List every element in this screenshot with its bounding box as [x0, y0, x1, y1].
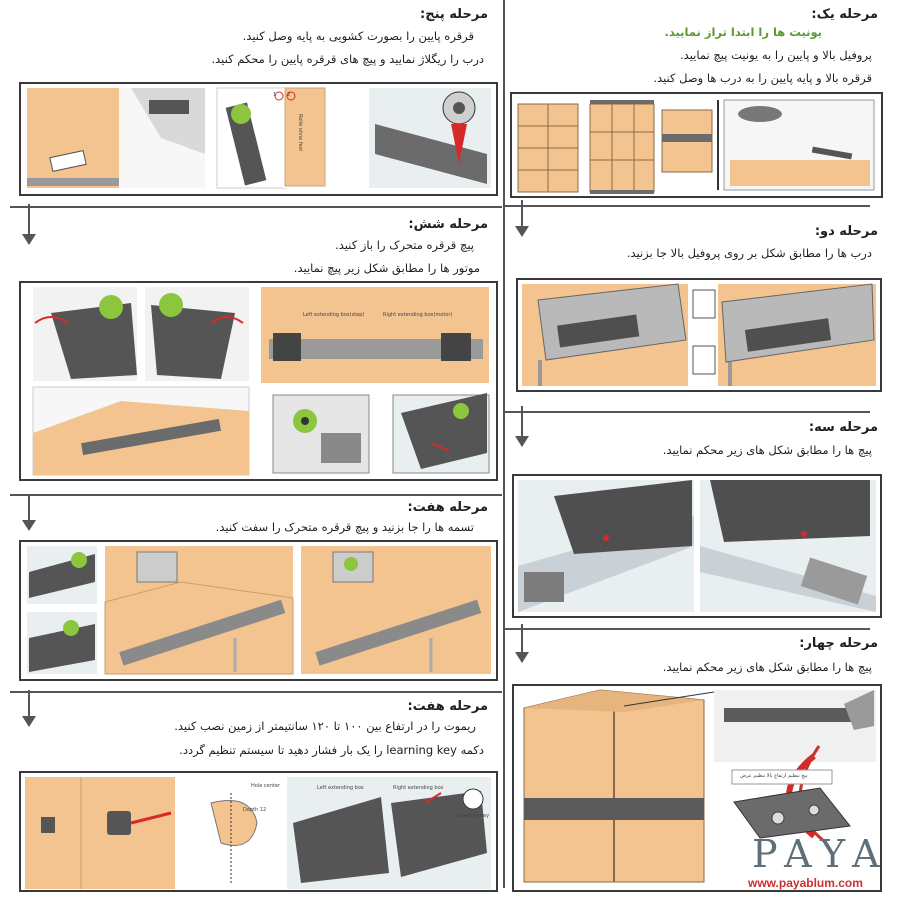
step-four-title: مرحله چهار: [799, 636, 878, 651]
arrow-five-to-six [22, 204, 36, 245]
step-seven-b-line-1: ریموت را در ارتفاع بین ۱۰۰ تا ۱۲۰ سانتیم… [174, 719, 476, 733]
step-four-figure: پیچ تنظیم ارتفاع بالا تنظیم عرض [512, 684, 882, 892]
step-six-line-1: پیچ قرقره متحرک را باز کنید. [335, 238, 474, 252]
step-five-line-1: قرقره پایین را بصورت کشویی به پایه وصل ک… [242, 29, 474, 43]
step-one-note: یونیت ها را ابتدا تراز نمایید. [664, 25, 822, 39]
step-two-illustration [522, 283, 876, 386]
rule-step-seven-b [10, 691, 502, 693]
arrow-two-to-three [515, 406, 529, 447]
step-seven-b-right-label: Right extending box [393, 785, 444, 791]
step-one-title: مرحله یک: [811, 7, 878, 22]
step-one-line-2: قرقره بالا و پایه پایین را به درب ها وصل… [653, 71, 872, 85]
step-six-figure: Left extending box(step) Right extending… [19, 281, 498, 481]
step-three-line-1: پیچ ها را مطابق شکل های زیر محکم نمایید. [662, 443, 872, 457]
step-six-label-left: Left extending box(step) [303, 312, 365, 318]
step-seven-b-depth-label: Depth 12 [243, 807, 267, 813]
step-seven-a-line-1: تسمه ها را جا بزنید و پیچ قرقره متحرک را… [215, 520, 474, 534]
step-one-line-1: پروفیل بالا و پایین را به یونیت پیچ نمای… [680, 48, 872, 62]
step-six-label-right: Right extending box(motor) [383, 312, 453, 318]
step-seven-b-line-2: دکمه learning key را یک بار فشار دهید تا… [179, 743, 484, 757]
step-seven-b-illustration [25, 777, 491, 889]
step-four-line-1: پیچ ها را مطابق شکل های زیر محکم نمایید. [662, 660, 872, 674]
step-five-illustration [27, 87, 491, 189]
rule-step-four [505, 628, 870, 630]
arrow-six-to-seven [22, 494, 36, 531]
center-divider [503, 0, 505, 888]
step-seven-b-title: مرحله هفت: [407, 699, 488, 714]
step-two-figure [516, 278, 882, 392]
step-six-title: مرحله شش: [408, 217, 488, 232]
step-seven-b-hole-label: Hole center [251, 783, 280, 789]
step-five-tiny-label: Rolle ohne fest [297, 114, 303, 152]
step-one-figure [510, 92, 883, 198]
arrow-seven-a-to-seven-b [22, 690, 36, 727]
step-seven-a-illustration [27, 546, 491, 675]
step-three-figure [512, 474, 882, 618]
arrow-three-to-four [515, 624, 529, 663]
step-four-tiny-label: پیچ تنظیم ارتفاع بالا تنظیم عرض [740, 773, 808, 779]
step-five-marker-1: 1 [273, 92, 277, 98]
step-seven-a-title: مرحله هفت: [407, 500, 488, 515]
step-five-figure: 1 2 Rolle ohne fest [19, 82, 498, 196]
rule-step-two [505, 205, 870, 207]
brand-url: www.payablum.com [748, 876, 863, 890]
rule-step-six [10, 206, 502, 208]
step-six-illustration [32, 287, 490, 476]
rule-step-three [505, 411, 870, 413]
step-two-title: مرحله دو: [814, 224, 878, 239]
step-three-illustration [518, 480, 876, 612]
step-seven-b-figure: Hole center Depth 12 Left extending box … [19, 771, 498, 892]
step-five-title: مرحله پنج: [420, 7, 488, 22]
step-seven-b-left-label: Left extending box [317, 785, 364, 791]
step-one-illustration [517, 99, 875, 194]
step-five-line-2: درب را ریگلاژ نمایید و پیچ های قرقره پای… [211, 52, 484, 66]
step-six-line-2: موتور ها را مطابق شکل زیر پیچ نمایید. [293, 261, 480, 275]
step-two-line-1: درب ها را مطابق شکل بر روی پروفیل بالا ج… [626, 246, 872, 260]
arrow-one-to-two [515, 200, 529, 237]
step-four-illustration [523, 689, 876, 883]
step-three-title: مرحله سه: [808, 420, 878, 435]
step-seven-a-figure [19, 540, 498, 681]
rule-step-seven-a [10, 494, 502, 496]
brand-logo-text: PAYA [752, 832, 890, 876]
step-five-marker-2: 2 [287, 92, 291, 98]
step-seven-b-key-label: Learning key [457, 813, 490, 819]
